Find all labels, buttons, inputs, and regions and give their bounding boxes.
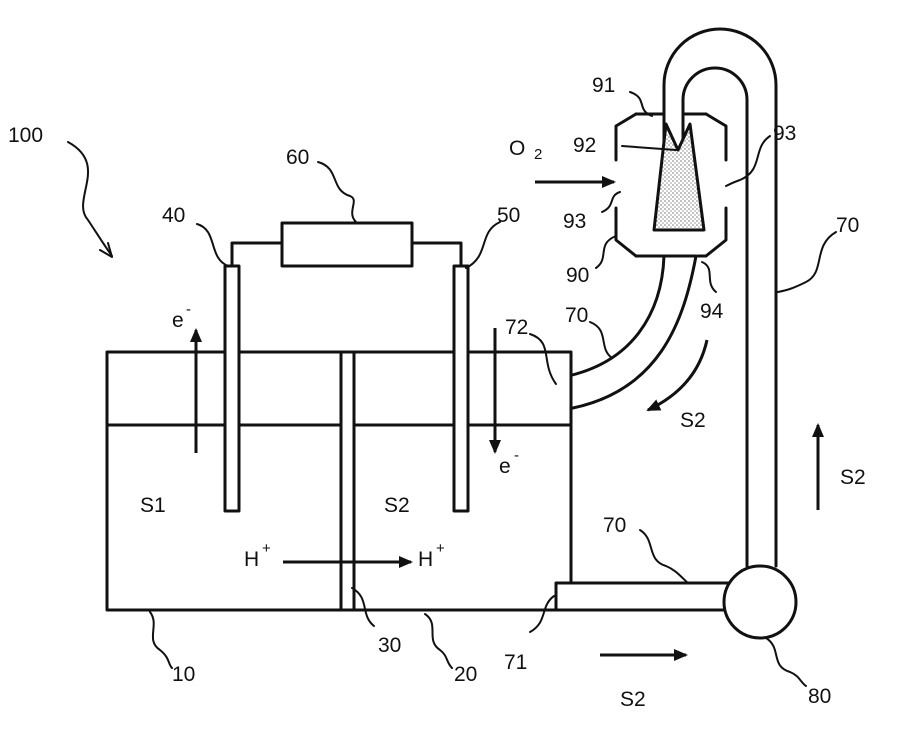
label-chamber-right: 93 [773,122,796,145]
label-tank-left: 10 [172,663,195,686]
leader-50 [466,222,500,268]
label-o2-sub: 2 [534,146,542,163]
label-s2-tank: S2 [384,494,410,517]
catalyst-cone [654,124,704,230]
label-e-right: e [499,455,511,478]
label-catalyst: 92 [573,134,596,157]
label-pipe-right: 70 [836,214,859,237]
label-e-right-sup: - [514,447,519,464]
label-s2-bottom: S2 [620,688,646,711]
leader-60 [318,162,356,222]
electrode-left [225,266,239,511]
leader-10 [150,612,172,668]
label-s2-curve: S2 [680,409,706,432]
reactor-housing-right [706,114,726,256]
leader-100 [68,142,112,256]
label-load: 60 [286,146,309,169]
label-electrode-right: 50 [497,204,520,227]
label-s2-up: S2 [840,466,866,489]
label-h-left-sup: + [262,540,271,557]
tank [107,352,571,610]
label-tank-right: 20 [454,663,477,686]
wire-left [232,243,282,266]
label-electrode-left: 40 [162,204,185,227]
label-o2: O [509,137,525,160]
wire-right [412,243,461,266]
leader-70-right [778,232,836,292]
reactor-housing-left [616,114,636,256]
electrode-right [454,266,468,511]
label-pipe-bottom: 70 [603,514,626,537]
label-s1: S1 [140,494,166,517]
label-reactor-outlet: 94 [700,300,724,323]
leader-90 [596,236,616,268]
leader-70-curve [590,322,612,358]
label-e-left: e [172,309,184,332]
leader-100-head [100,243,112,257]
label-inlet: 72 [505,316,528,339]
pump [724,566,796,638]
leader-70-bottom [640,530,688,583]
label-h-right: H [418,548,433,571]
pipe-bottom [556,583,728,610]
label-pump: 80 [808,685,831,708]
label-membrane: 30 [378,634,401,657]
leader-40 [197,224,228,266]
leader-80 [766,638,806,686]
label-pipe-curve: 70 [565,304,588,327]
label-h-left: H [244,548,259,571]
label-reactor: 90 [566,264,589,287]
label-reactor-top: 91 [592,74,615,97]
label-e-left-sup: - [186,301,191,318]
membrane [341,352,354,610]
load-resistor [282,223,412,266]
label-h-right-sup: + [436,540,445,557]
label-chamber-left: 93 [563,210,586,233]
label-system: 100 [8,124,43,147]
label-outlet: 71 [504,651,527,674]
leader-20 [425,614,452,668]
leader-94 [702,262,716,292]
leader-91 [630,92,652,116]
